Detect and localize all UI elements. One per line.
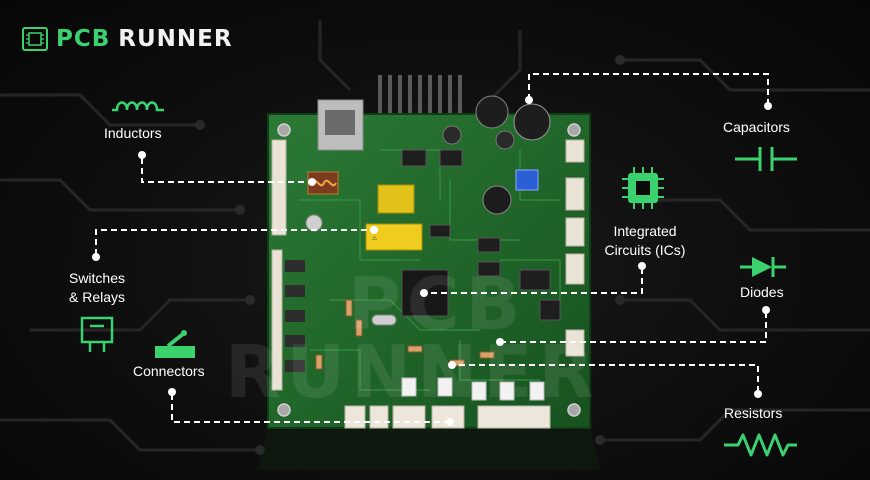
brand-word-pcb: PCB [56, 26, 111, 52]
label-switches-relays: Switches & Relays [60, 269, 134, 307]
label-inductors: Inductors [104, 125, 162, 141]
watermark-line-2: RUNNER [225, 330, 601, 414]
leader-connectors [171, 394, 450, 423]
brand-wordmark: PCB RUNNER [56, 27, 233, 51]
label-ics-line2: Circuits (ICs) [604, 242, 686, 258]
leader-resistors [452, 364, 759, 392]
label-switches-line2: & Relays [68, 289, 126, 305]
leader-diodes [500, 312, 767, 343]
label-switches-line1: Switches [68, 270, 126, 286]
label-integrated-circuits: Integrated Circuits (ICs) [590, 222, 700, 260]
leader-capacitors [528, 73, 769, 104]
label-diodes: Diodes [740, 284, 784, 300]
brand-logo: PCB RUNNER [22, 27, 233, 51]
leader-ics [424, 268, 643, 294]
label-ics-line1: Integrated [613, 223, 677, 239]
label-connectors: Connectors [133, 363, 205, 379]
leader-switches [95, 229, 374, 255]
brand-word-runner: RUNNER [118, 26, 233, 52]
logo-chip-icon [22, 27, 48, 51]
leader-inductors [141, 158, 312, 183]
svg-text:⚠: ⚠ [372, 235, 378, 242]
label-resistors: Resistors [724, 405, 783, 421]
label-capacitors: Capacitors [723, 119, 790, 135]
heatsink [378, 75, 462, 115]
watermark-line-1: PCB [348, 262, 527, 346]
